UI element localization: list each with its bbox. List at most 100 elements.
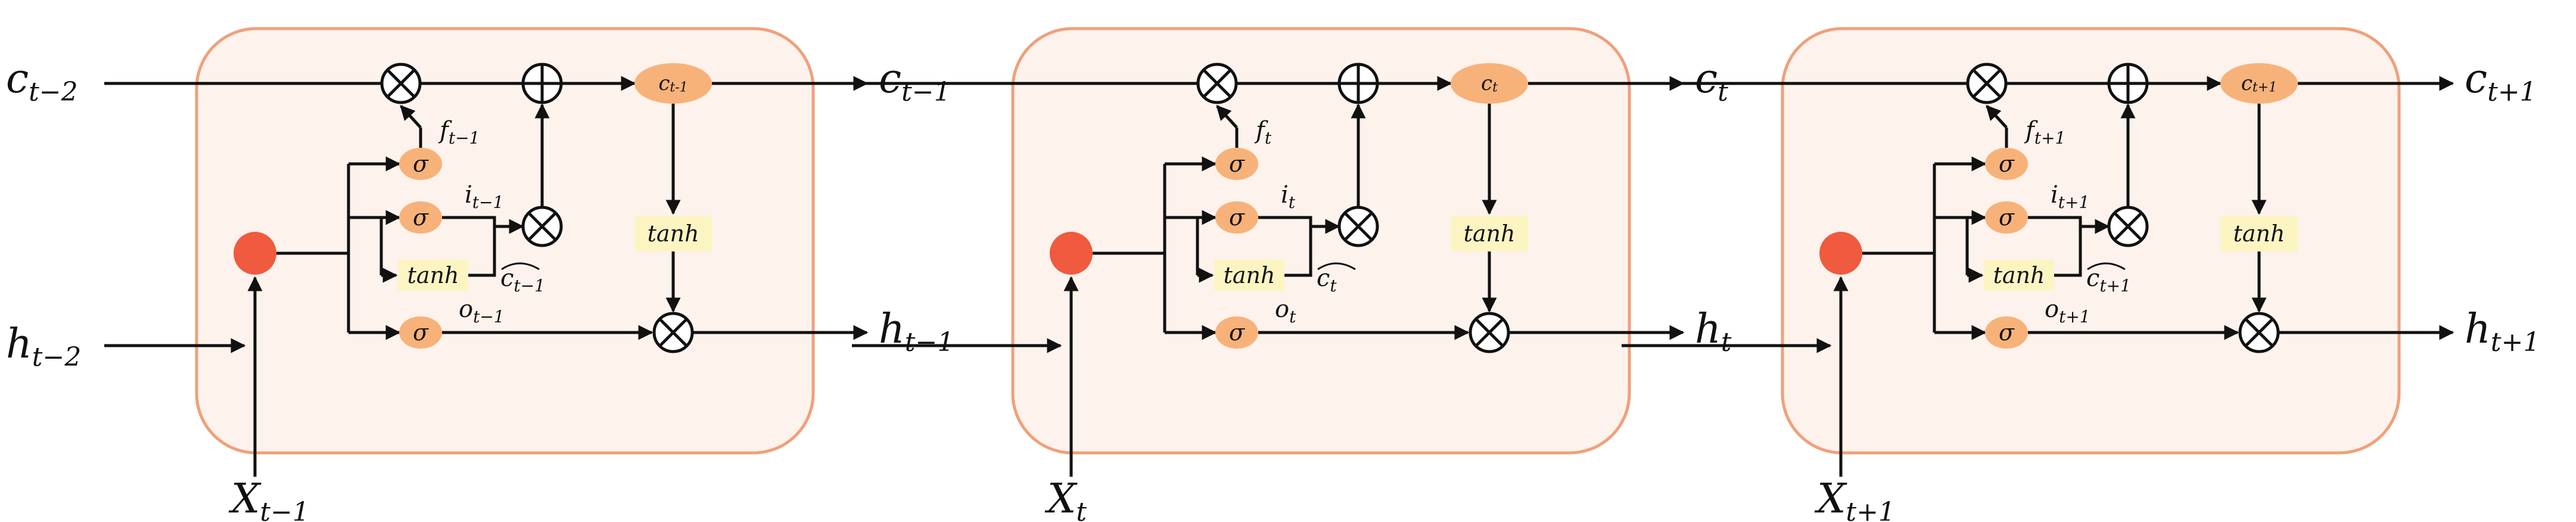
cell-body (1781, 27, 2401, 455)
forget-gate-label-sub: t (1265, 128, 1272, 148)
x-input-label-sub: t+1 (1846, 497, 1895, 522)
x-input-label: Xt (1044, 476, 1087, 522)
h-input-label-sub: t−2 (32, 342, 82, 372)
operator-stroke (1474, 318, 1504, 347)
h-output-label-sub: t (1721, 327, 1732, 358)
multiply-icon (652, 312, 694, 353)
operator-stroke (527, 212, 557, 241)
forget-gate-label: ft (1254, 117, 1272, 148)
cell-state-node (2220, 63, 2298, 104)
cell-state-label: ct (1481, 72, 1498, 95)
candidate-label: ct (1317, 265, 1337, 296)
candidate-label-sub: t (1330, 276, 1337, 296)
candidate-label-sub: t−1 (514, 276, 545, 296)
c-input-label-sub: t−2 (29, 77, 78, 107)
input-gate-sigma: σ (413, 204, 429, 231)
input-gate-label-sub: t (1289, 192, 1296, 212)
forget-to-multiply-arrow (400, 105, 422, 129)
input-gate-label-base: i (1281, 181, 1289, 209)
h-input-label-base: h (6, 321, 32, 368)
cell-state-label-sub: t-1 (670, 80, 687, 95)
c-output-label-base: c (879, 55, 901, 102)
candidate-hat (1317, 262, 1356, 271)
output-gate-sigma: σ (1999, 319, 2015, 346)
forget-gate-label-sub: t+1 (2034, 128, 2066, 148)
candidate-label: ct−1 (500, 265, 545, 296)
candidate-hat (501, 262, 540, 271)
h-output-label: ht+1 (2465, 306, 2540, 358)
forget-gate-node (1215, 148, 1258, 180)
forget-gate-node (399, 148, 442, 180)
c-input-label: ct−2 (6, 55, 78, 107)
cell-state-label: ct-1 (658, 72, 687, 95)
candidate-label: ct+1 (2086, 265, 2131, 296)
cells-layer: ct-1tanhσσtanhσft−1it−1ot−1ct−1ct−2ht−2c… (6, 27, 2540, 522)
cell-state-label-base: c (1481, 72, 1492, 95)
candidate-tanh-box (1984, 260, 2054, 291)
input-gate-label-base: i (465, 181, 472, 209)
candidate-tanh-label: tanh (407, 262, 459, 288)
input-gate-label: it (1281, 181, 1296, 212)
output-gate-node (399, 316, 442, 349)
candidate-label-sub: t+1 (2099, 276, 2131, 296)
input-gate-sigma: σ (1999, 204, 2015, 231)
output-gate-sigma: σ (413, 319, 429, 346)
multiply-icon (1196, 63, 1238, 104)
input-gate-sigma: σ (1229, 204, 1245, 231)
output-gate-label: ot (1275, 296, 1296, 327)
x-input-label-sub: t−1 (260, 497, 309, 522)
forget-gate-node (1985, 148, 2028, 180)
forget-to-multiply-arrow (1986, 105, 2008, 129)
lstm-cell-3: ct+1tanhσσtanhσft+1it+1ot+1ct+1ct+1ht+1X… (1586, 27, 2540, 522)
add-icon (1337, 63, 1379, 104)
forget-to-multiply-arrow (1216, 105, 1238, 129)
output-gate-label-base: o (2045, 296, 2059, 323)
input-junction-node (1050, 232, 1093, 275)
output-gate-label: ot−1 (459, 296, 505, 327)
multiply-icon (1469, 312, 1510, 353)
multiply-icon (1966, 63, 2008, 104)
cell-state-node (634, 63, 712, 104)
forget-gate-label-sub: t−1 (449, 128, 480, 148)
cell-body (1011, 27, 1631, 455)
gate-combine-line (1258, 216, 1312, 277)
gate-combine-line (442, 216, 496, 277)
input-gate-label-base: i (2051, 181, 2058, 209)
output-gate-sigma: σ (1229, 319, 1245, 346)
lstm-cell-1: ct-1tanhσσtanhσft−1it−1ot−1ct−1ct−2ht−2c… (6, 27, 954, 522)
candidate-tanh-label: tanh (1993, 262, 2045, 288)
c-output-label-sub: t+1 (2487, 77, 2537, 107)
x-input-label: Xt−1 (228, 476, 309, 522)
input-gate-label: it+1 (2051, 181, 2089, 212)
c-output-label: ct−1 (879, 55, 951, 107)
output-gate-node (1985, 316, 2028, 349)
h-output-label-sub: t−1 (905, 327, 954, 358)
tanh-label: tanh (648, 220, 699, 247)
cell-state-node (1451, 63, 1528, 104)
multiply-icon (2107, 206, 2149, 247)
gate-combine-line (2028, 216, 2082, 277)
input-gate-node (399, 201, 442, 234)
multiply-icon (521, 206, 563, 247)
multiply-icon (2238, 312, 2280, 353)
input-junction-node (1819, 232, 1862, 275)
cell-state-label-sub: t (1492, 80, 1498, 95)
x-input-label-base: X (228, 476, 262, 522)
c-output-label-base: c (2465, 55, 2487, 102)
input-gate-node (1985, 201, 2028, 234)
tanh-box (2220, 216, 2298, 251)
x-input-label-base: X (1044, 476, 1078, 522)
multiply-icon (1337, 206, 1379, 247)
h-input-label: ht−2 (6, 321, 81, 372)
output-gate-label-sub: t+1 (2059, 307, 2090, 327)
forget-gate-sigma: σ (1229, 151, 1245, 177)
candidate-label-base: c (2086, 265, 2099, 292)
cell-state-label: ct+1 (2241, 72, 2277, 95)
candidate-label-base: c (1317, 265, 1330, 292)
output-gate-node (1215, 316, 1258, 349)
candidate-tanh-box (398, 260, 468, 291)
input-gate-node (1215, 201, 1258, 234)
x-input-label-base: X (1814, 476, 1847, 522)
